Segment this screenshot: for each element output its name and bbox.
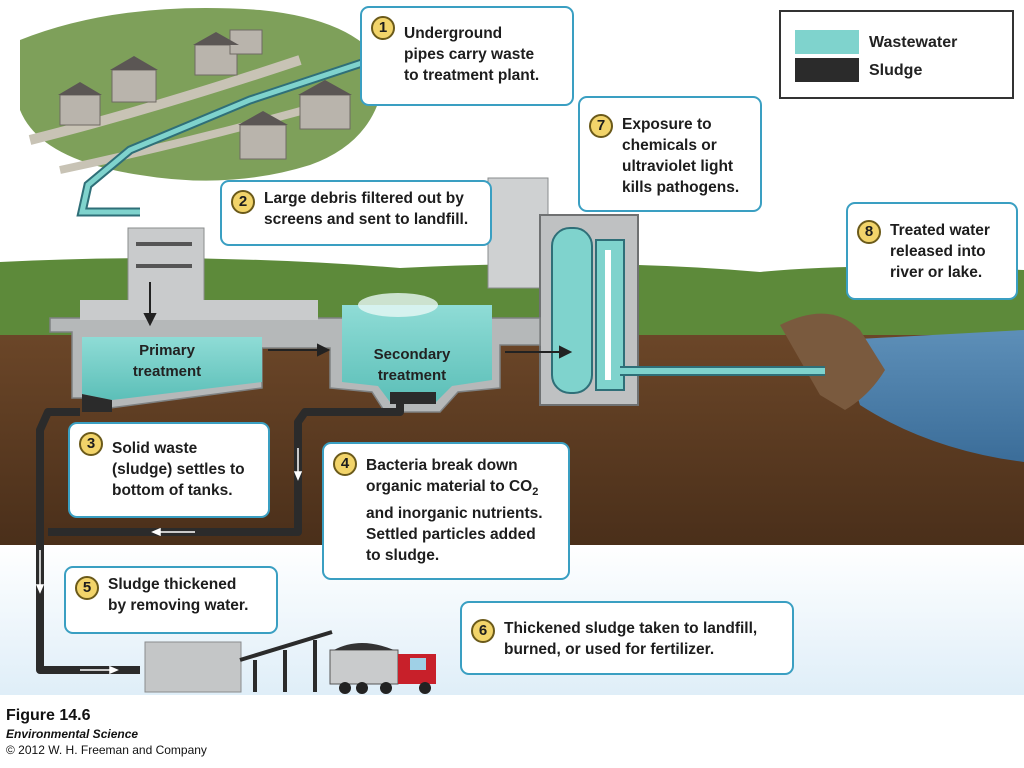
step-1-callout: 1 Underground pipes carry waste to treat… [360, 6, 574, 106]
step-4-number: 4 [333, 452, 357, 476]
step-1-number: 1 [371, 16, 395, 40]
step-6-number: 6 [471, 619, 495, 643]
wastewater-swatch [795, 30, 859, 54]
dump-truck [329, 643, 436, 694]
step-5-number: 5 [75, 576, 99, 600]
treatment-tanks [49, 293, 541, 413]
legend-sludge-label: Sludge [869, 62, 923, 79]
step-7-callout: 7 Exposure to chemicals or ultraviolet l… [578, 96, 762, 212]
neighborhood [20, 8, 385, 181]
book-title: Environmental Science [6, 727, 139, 741]
figure-number: Figure 14.6 [6, 707, 91, 724]
legend: Wastewater Sludge [779, 10, 1014, 99]
outflow-pipe [620, 366, 825, 376]
step-8-number: 8 [857, 220, 881, 244]
screen-building [127, 227, 205, 311]
intake-pipe [76, 57, 367, 217]
riverbank-cliff [780, 313, 885, 410]
step-7-number: 7 [589, 114, 613, 138]
step-2-number: 2 [231, 190, 255, 214]
step-3-number: 3 [79, 432, 103, 456]
step-3-callout: 3 Solid waste (sludge) settles to bottom… [68, 422, 270, 518]
step-8-callout: 8 Treated water released into river or l… [846, 202, 1018, 300]
conveyor [239, 630, 333, 692]
sludge-swatch [795, 58, 859, 82]
step-4-callout: 4 Bacteria break down organic material t… [322, 442, 570, 580]
flow-arrows [143, 282, 573, 359]
step-2-callout: 2 Large debris filtered out by screens a… [220, 180, 492, 246]
lake [840, 330, 1024, 462]
sludge-thickener [144, 641, 242, 693]
step-5-callout: 5 Sludge thickened by removing water. [64, 566, 278, 634]
sludge-flow-arrows [35, 448, 303, 675]
figure-caption: Figure 14.6 Environmental Science © 2012… [6, 706, 207, 759]
legend-wastewater-label: Wastewater [869, 34, 958, 51]
sludge-pipes [36, 404, 404, 674]
step-6-callout: 6 Thickened sludge taken to landfill, bu… [460, 601, 794, 675]
copyright-notice: © 2012 W. H. Freeman and Company [6, 743, 207, 757]
